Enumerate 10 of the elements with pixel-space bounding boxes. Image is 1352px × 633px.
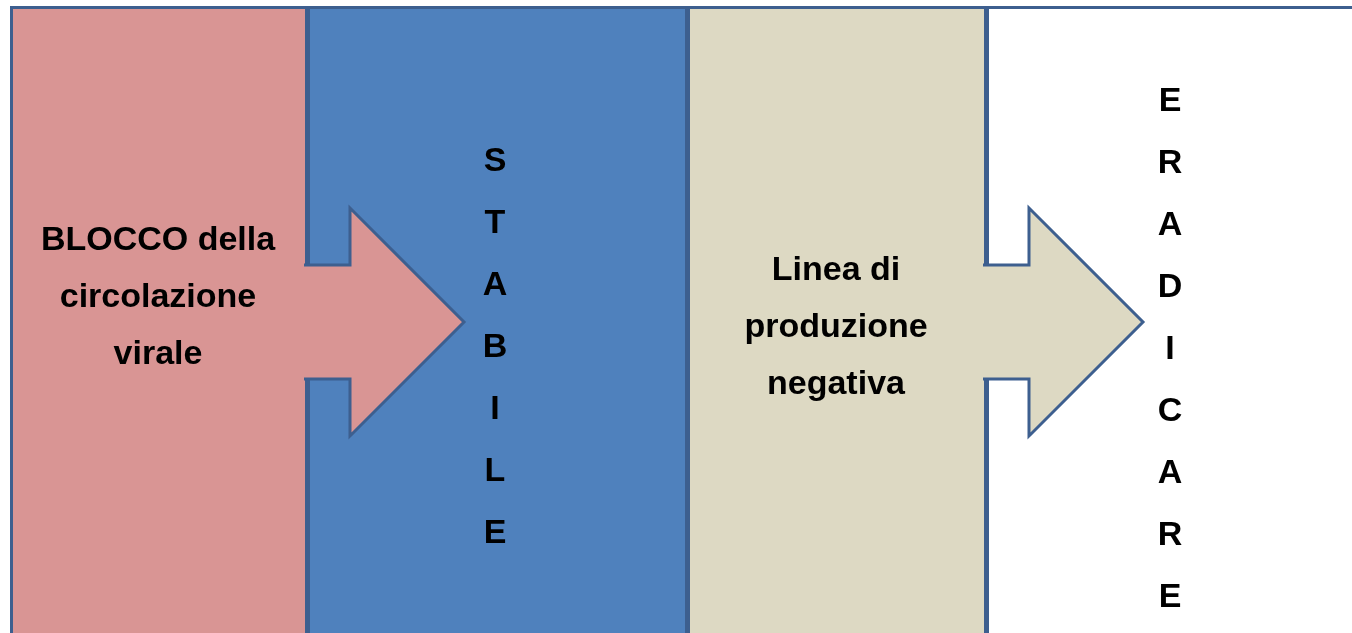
column-band (10, 6, 308, 633)
band-label: ERADICARE (1153, 80, 1187, 633)
column-band (307, 6, 688, 633)
block-arrow (302, 204, 467, 440)
band-label: BLOCCO della circolazione virale (39, 218, 277, 373)
band-label: Linea di produzione negativa (743, 248, 929, 403)
band-label: STABILE (478, 140, 512, 574)
column-band (986, 6, 1352, 633)
block-arrow (981, 204, 1146, 440)
column-band (687, 6, 987, 633)
